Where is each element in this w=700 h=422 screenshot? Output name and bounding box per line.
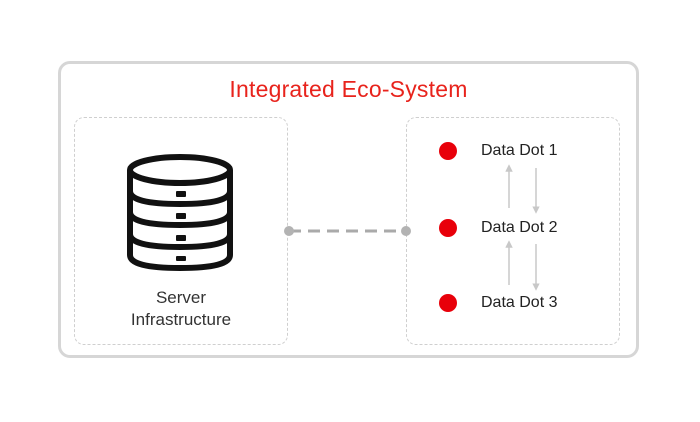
server-label-line1: Server	[155, 288, 207, 307]
data-dot-1-label: Data Dot 1	[481, 142, 558, 159]
connector-endpoint-right	[401, 226, 411, 236]
data-dot-2-marker	[439, 219, 457, 237]
data-dot-2-label: Data Dot 2	[481, 219, 558, 236]
diagram-title: Integrated Eco-System	[229, 76, 468, 102]
data-dot-3-marker	[439, 294, 457, 312]
data-dot-3-label: Data Dot 3	[481, 294, 558, 311]
data-dot-1-marker	[439, 142, 457, 160]
connector-endpoint-left	[284, 226, 294, 236]
ecosystem-container	[58, 61, 639, 358]
server-label-line2: Infrastructure	[130, 310, 232, 329]
server-label: Server Infrastructure	[74, 287, 288, 331]
